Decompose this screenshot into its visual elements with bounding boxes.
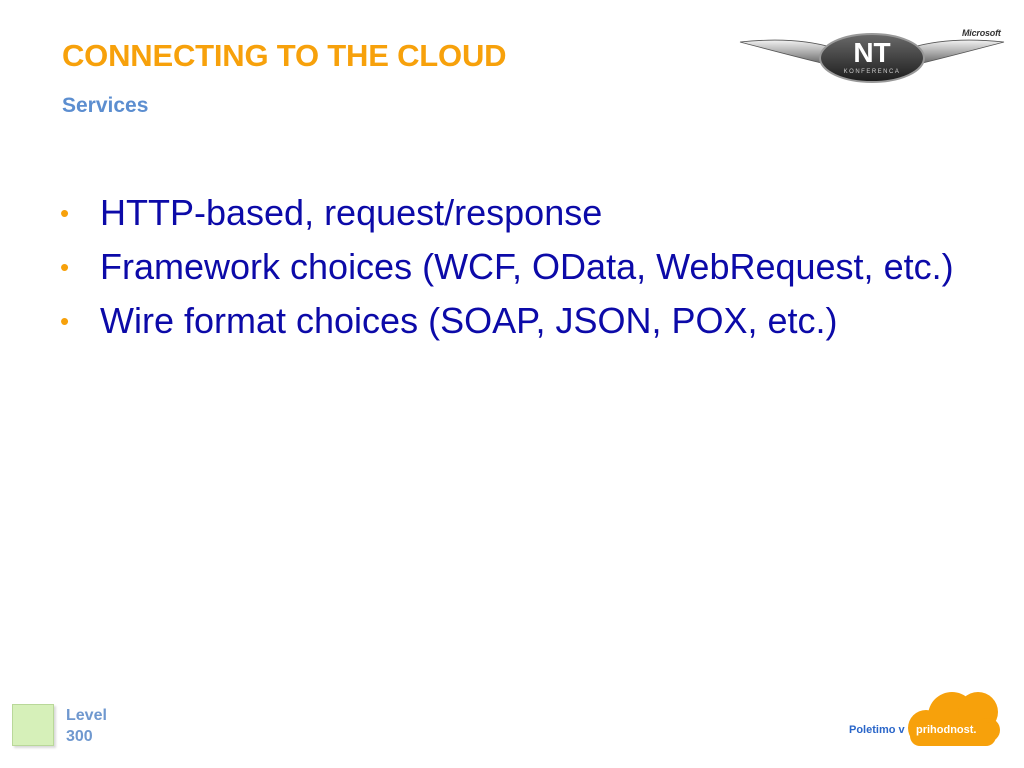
microsoft-brand-label: Microsoft <box>962 28 1001 38</box>
bullet-dot-icon: • <box>60 306 70 336</box>
level-label-line1: Level <box>66 707 107 724</box>
tagline-right: prihodnost. <box>916 724 977 736</box>
level-label-line2: 300 <box>66 728 93 745</box>
level-indicator-box <box>12 704 54 746</box>
bullet-text: Wire format choices (SOAP, JSON, POX, et… <box>100 300 838 341</box>
slide-title: CONNECTING TO THE CLOUD <box>62 38 507 73</box>
bullet-dot-icon: • <box>60 198 70 228</box>
slide-subtitle: Services <box>62 94 149 117</box>
tagline-left: Poletimo v <box>849 724 905 736</box>
bullet-text: Framework choices (WCF, OData, WebReques… <box>100 246 954 287</box>
bullet-item: • Framework choices (WCF, OData, WebRequ… <box>60 242 990 292</box>
bullet-dot-icon: • <box>60 252 70 282</box>
cloud-logo-icon <box>908 692 1000 746</box>
svg-text:KONFERENCA: KONFERENCA <box>844 69 901 75</box>
level-label: Level 300 <box>66 705 107 747</box>
bullet-item: • HTTP-based, request/response <box>60 188 990 238</box>
nt-konferenca-logo-icon: NT KONFERENCA <box>739 33 1005 83</box>
bullet-list: • HTTP-based, request/response • Framewo… <box>60 188 990 350</box>
bullet-item: • Wire format choices (SOAP, JSON, POX, … <box>60 296 990 346</box>
svg-text:NT: NT <box>853 37 890 68</box>
bullet-text: HTTP-based, request/response <box>100 192 603 233</box>
